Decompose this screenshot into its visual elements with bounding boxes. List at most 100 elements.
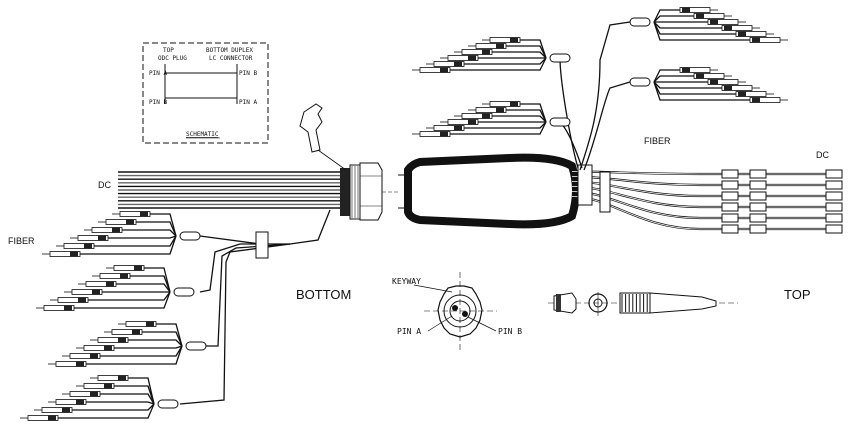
pin-a-label: PIN A (397, 327, 421, 336)
fiber-leg (100, 393, 155, 405)
breakout-bottom-2 (36, 265, 195, 311)
dc-end-plug (825, 224, 843, 234)
fiber-leg (136, 221, 177, 237)
top-cable (571, 175, 830, 187)
fiber-leg (130, 275, 171, 293)
fiber-leg (128, 339, 183, 347)
fiber-label-left: FIBER (8, 236, 35, 246)
fiber-leg (653, 75, 694, 83)
fiber-leg (506, 45, 547, 59)
fiber-leg (108, 235, 177, 239)
fiber-leg (653, 15, 694, 23)
fiber-leg (450, 57, 547, 71)
breakout-bottom-4 (20, 375, 179, 421)
fiber-leg (520, 103, 547, 123)
cable-marker-sleeve (749, 224, 767, 234)
fiber-leg (122, 229, 177, 237)
top-cable-fanout (571, 164, 843, 234)
top-cable (571, 180, 830, 198)
fiber-leg (80, 235, 177, 255)
fiber-leg (86, 345, 183, 365)
dc-end-plug (825, 169, 843, 179)
cable-marker-sleeve (721, 169, 739, 179)
fiber-leg (142, 331, 183, 347)
schematic-row1-left: PIN A (149, 70, 167, 77)
furcation-tube (185, 341, 207, 351)
furcation-tube (549, 117, 571, 127)
dc-end-plug (825, 202, 843, 212)
fiber-leg (156, 323, 183, 347)
dc-end-plug (825, 180, 843, 190)
fiber-leg (492, 51, 547, 59)
fiber-route (579, 21, 631, 171)
dc-end-plug (825, 191, 843, 201)
furcation-tube (549, 53, 571, 63)
fiber-leg (653, 81, 750, 101)
cable-clamp (577, 164, 593, 206)
breakout-bottom-1 (42, 211, 201, 257)
lower-fiber-breakouts (20, 209, 331, 421)
bottom-label: BOTTOM (296, 287, 351, 302)
furcation-tube (179, 231, 201, 241)
pin-b-label: PIN B (498, 327, 522, 336)
cable-clamp (599, 171, 611, 213)
schematic-row2-left: PIN B (149, 99, 167, 106)
fiber-route (179, 243, 291, 405)
fiber-leg (144, 267, 171, 293)
cable-boot (398, 153, 580, 229)
fiber-leg (520, 39, 547, 59)
top-cable (571, 195, 830, 231)
cable-marker-sleeve (749, 180, 767, 190)
furcation-tube (629, 17, 651, 27)
schematic-row1-right: PIN B (239, 70, 257, 77)
cable-marker-sleeve (749, 202, 767, 212)
fiber-route (199, 209, 331, 293)
connector-face-view: KEYWAY PIN A PIN B (392, 272, 522, 350)
fiber-leg (72, 403, 155, 411)
furcation-tube (157, 399, 179, 409)
fiber-leg (450, 121, 547, 135)
upper-fiber-breakouts (412, 7, 788, 171)
fiber-label-right: FIBER (644, 136, 671, 146)
schematic-box: TOP ODC PLUG BOTTOM DUPLEX LC CONNECTOR … (142, 42, 269, 144)
dc-label-right: DC (816, 150, 829, 160)
fiber-leg (150, 213, 177, 237)
fiber-leg (74, 291, 171, 309)
top-connector-views (548, 292, 738, 316)
fiber-leg (464, 121, 547, 129)
fiber-leg (94, 235, 177, 247)
cable-marker-sleeve (721, 224, 739, 234)
schematic-right-title-1: BOTTOM DUPLEX (206, 47, 253, 54)
fiber-leg (100, 345, 183, 357)
dc-label-left: DC (98, 180, 111, 190)
fiber-leg (653, 21, 750, 41)
furcation-tube (173, 287, 195, 297)
schematic-caption: SCHEMATIC (186, 131, 219, 138)
breakout-top-right-1 (629, 7, 788, 43)
keyway-label: KEYWAY (392, 277, 421, 286)
schematic-row2-right: PIN A (239, 99, 257, 106)
fiber-route (559, 57, 579, 169)
fiber-leg (58, 403, 155, 419)
fiber-leg (128, 377, 155, 405)
fiber-leg (506, 109, 547, 123)
cable-marker-sleeve (721, 191, 739, 201)
cable-marker-sleeve (721, 180, 739, 190)
fiber-leg (114, 345, 183, 349)
fiber-leg (116, 283, 171, 293)
breakout-top-left-1 (412, 37, 571, 73)
fiber-leg (653, 9, 680, 23)
fiber-route (206, 243, 291, 347)
cable-marker-sleeve (749, 213, 767, 223)
schematic-left-title-1: TOP (163, 47, 174, 54)
top-label: TOP (784, 287, 811, 302)
schematic-right-title-2: LC CONNECTOR (209, 55, 253, 62)
breakout-top-left-2 (412, 101, 571, 137)
fiber-leg (653, 21, 722, 29)
dc-end-plug (825, 213, 843, 223)
cable-marker-sleeve (721, 202, 739, 212)
schematic-left-title-2: ODC PLUG (158, 55, 187, 62)
dc-wire-bundle (118, 171, 340, 209)
cable-marker-sleeve (749, 191, 767, 201)
